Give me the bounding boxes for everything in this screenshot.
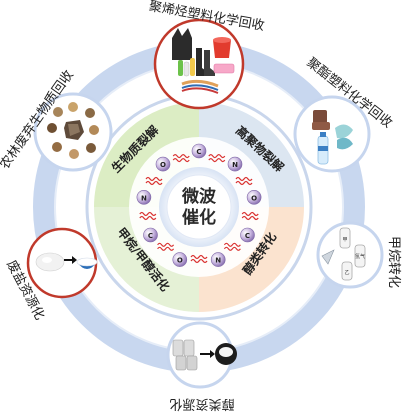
catalyst-particle xyxy=(172,252,188,267)
catalyst-particle-letter: C xyxy=(245,232,250,240)
node-alcohol xyxy=(166,321,237,389)
catalyst-particle-letter: N xyxy=(215,257,221,265)
microwave-squiggle xyxy=(172,154,190,159)
microwave-squiggle xyxy=(139,211,157,217)
microwave-squiggle xyxy=(172,158,190,163)
plastic-bag-icon xyxy=(172,28,192,60)
catalyst-particle xyxy=(210,252,226,267)
catalyst-particle-letter: O xyxy=(251,194,257,202)
salt-bowl-icon xyxy=(76,257,98,269)
catalyst-particle xyxy=(143,227,158,243)
center-title-line1: 微波 xyxy=(181,186,217,207)
microwave-squiggle xyxy=(157,242,175,247)
catalyst-particle-letter: N xyxy=(141,194,147,202)
catalyst-particle xyxy=(191,143,207,159)
microwave-squiggle xyxy=(235,180,253,186)
microwave-squiggle xyxy=(223,242,241,247)
catalyst-particle xyxy=(155,156,171,172)
gas-tag-methane: 甲 xyxy=(342,237,347,243)
arrow-icon xyxy=(200,350,215,358)
node-biomass xyxy=(33,92,113,172)
product-dish-icon xyxy=(215,343,237,365)
microwave-squiggle xyxy=(208,154,226,159)
catalyst-particles: C N O C N O C N O xyxy=(136,143,262,267)
tray-icon xyxy=(213,63,235,74)
center-title-line2: 催化 xyxy=(182,207,216,228)
catalyst-particle-letter: C xyxy=(196,148,201,156)
armchair-icon xyxy=(312,110,330,130)
microwave-squiggle xyxy=(241,215,259,221)
boots-icon xyxy=(196,48,215,76)
salt-pile-icon xyxy=(35,252,65,272)
node-polyester xyxy=(293,95,371,173)
gas-tag-hydrogen: 氢气 xyxy=(355,253,365,260)
center-disc xyxy=(166,174,232,240)
catalyst-particle-letter: C xyxy=(148,232,153,240)
microwave-squiggle xyxy=(145,180,163,186)
bottles-icon xyxy=(178,58,195,77)
fabric-icon xyxy=(335,124,353,150)
cables-icon xyxy=(181,79,219,94)
microwave-squiggle xyxy=(139,215,157,221)
catalyst-particle-letter: O xyxy=(160,161,166,169)
node-methane: 甲 乙 氢气 xyxy=(316,221,384,289)
microwave-squiggle xyxy=(235,176,253,182)
catalyst-cone-icon xyxy=(321,249,335,265)
biomass-samples-icon xyxy=(47,102,99,159)
microwave-squiggle xyxy=(157,246,175,251)
catalyst-particle xyxy=(240,227,255,243)
gas-cylinder-icon: 甲 乙 氢气 xyxy=(339,227,366,281)
node-polyolefin xyxy=(153,18,245,110)
node-waste-salt xyxy=(26,227,98,299)
microwave-squiggle xyxy=(190,258,208,264)
microwave-squiggle xyxy=(208,158,226,163)
microwave-squiggle xyxy=(241,211,259,217)
catalyst-particle-letter: N xyxy=(232,161,238,169)
catalyst-particle xyxy=(246,190,262,205)
bucket-icon xyxy=(213,37,231,58)
gas-tag-ethane: 乙 xyxy=(344,269,349,276)
alcohol-drums-icon xyxy=(172,339,198,371)
microwave-squiggle xyxy=(190,254,208,260)
water-bottle-icon xyxy=(317,132,329,165)
microwave-squiggle xyxy=(145,176,163,182)
label-alcohol: 醇类资源化 xyxy=(169,396,234,412)
label-methane: 甲烷转化 xyxy=(386,236,401,288)
microwave-squiggle xyxy=(223,246,241,251)
catalyst-particle xyxy=(136,190,152,205)
arrow-icon xyxy=(64,256,77,264)
catalyst-particle xyxy=(227,156,243,172)
catalyst-particle-letter: O xyxy=(177,257,183,265)
